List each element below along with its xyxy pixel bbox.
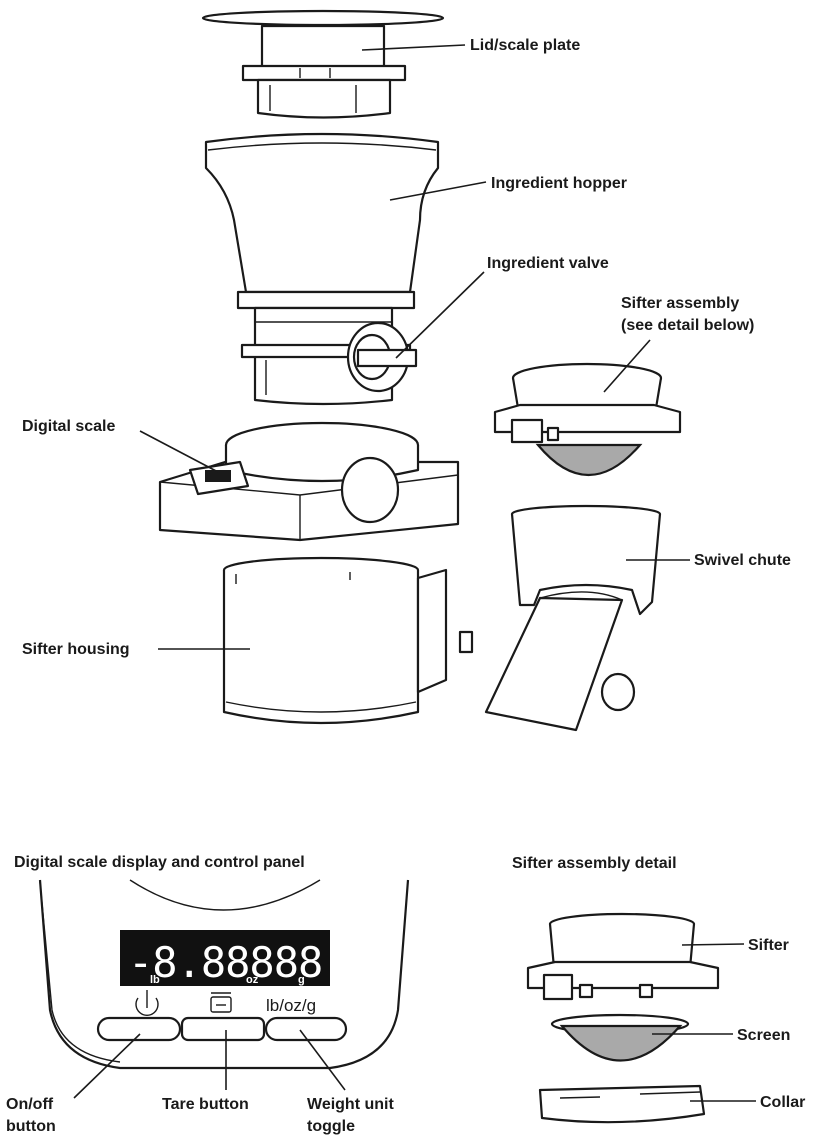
unit-toggle-label: lb/oz/g	[266, 996, 316, 1015]
tare-button[interactable]	[180, 1016, 266, 1042]
lcd-unit-oz: oz	[246, 974, 259, 986]
weight-unit-toggle[interactable]	[264, 1016, 348, 1042]
label-sifter: Sifter	[748, 937, 789, 954]
ingredient-valve	[346, 321, 418, 393]
sifter-assembly	[493, 362, 682, 477]
sifter-housing	[222, 556, 474, 725]
label-collar: Collar	[760, 1094, 805, 1111]
panel-title: Digital scale display and control panel	[14, 854, 305, 871]
label-sifter-housing: Sifter housing	[22, 641, 130, 658]
label-sifter-assembly-2: (see detail below)	[621, 317, 754, 334]
label-tare: Tare button	[162, 1096, 249, 1113]
lid-scale-plate	[201, 9, 445, 119]
onoff-button[interactable]	[96, 1016, 182, 1042]
label-onoff-2: button	[6, 1118, 56, 1135]
swivel-chute	[484, 504, 662, 732]
lcd-unit-lb: lb	[150, 974, 160, 986]
detail-title: Sifter assembly detail	[512, 855, 677, 872]
label-screen: Screen	[737, 1027, 790, 1044]
lcd-unit-g: g	[298, 974, 305, 986]
power-icon	[135, 990, 159, 1017]
label-lid: Lid/scale plate	[470, 37, 580, 54]
label-onoff-1: On/off	[6, 1096, 54, 1113]
label-valve: Ingredient valve	[487, 255, 609, 272]
lcd-display	[120, 930, 330, 986]
label-digital-scale: Digital scale	[22, 418, 115, 435]
label-swivel-chute: Swivel chute	[694, 552, 791, 569]
tare-icon	[210, 992, 232, 1013]
leader-lines	[73, 44, 756, 1102]
digital-scale-base	[158, 421, 460, 542]
sifter-assembly-detail	[526, 912, 720, 1124]
label-hopper: Ingredient hopper	[491, 175, 627, 192]
label-sifter-assembly-1: Sifter assembly	[621, 295, 739, 312]
label-weight-unit-2: toggle	[307, 1118, 355, 1135]
label-weight-unit-1: Weight unit	[307, 1096, 394, 1113]
lcd-readout: -8.88888	[128, 938, 322, 987]
